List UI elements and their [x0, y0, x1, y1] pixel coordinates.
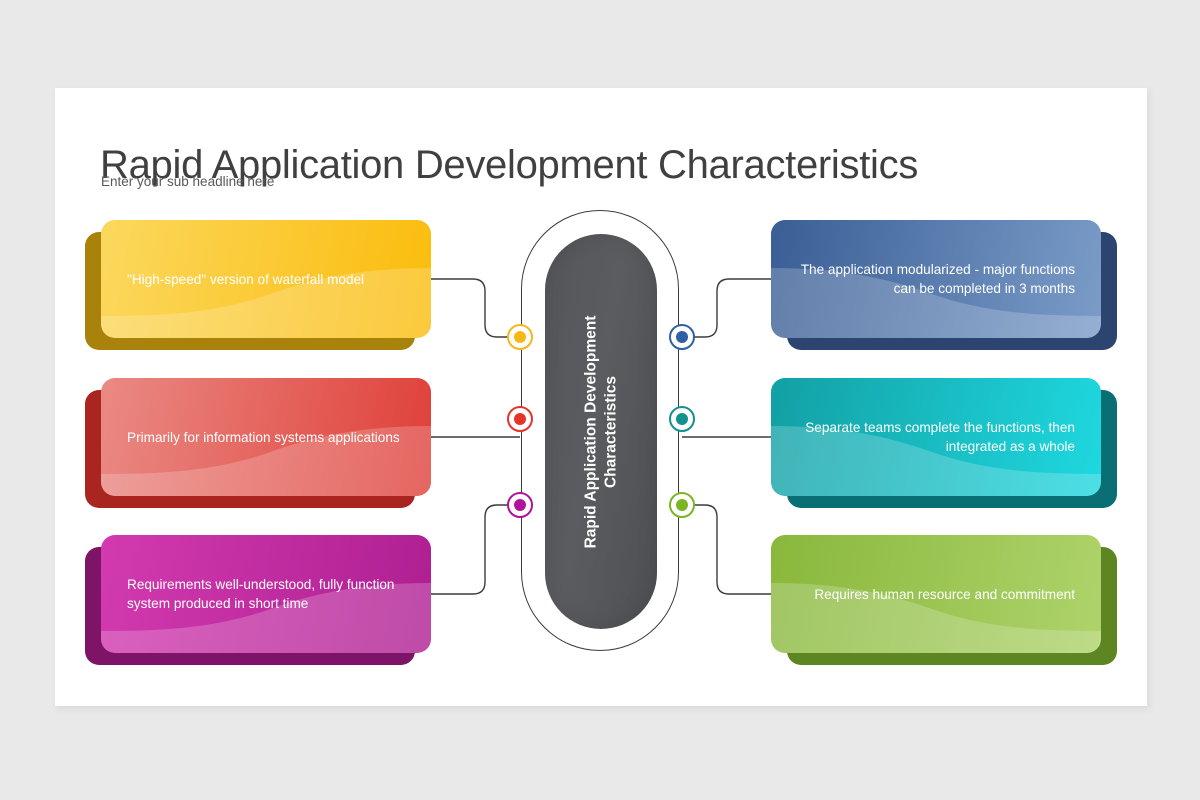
connector-right-1 [682, 278, 771, 338]
card-face [771, 220, 1101, 338]
card-face [771, 378, 1101, 496]
diagram-area: "High-speed" version of waterfall model … [55, 88, 1147, 706]
connector-dot-right-3[interactable] [669, 492, 695, 518]
page-subtitle: Enter your sub headline here [101, 174, 275, 189]
page-title: Rapid Application Development Characteri… [100, 142, 919, 187]
card-wave-decoration [101, 583, 431, 653]
card-text: Primarily for information systems applic… [127, 429, 400, 445]
card-wave-decoration [101, 426, 431, 496]
card-face [771, 535, 1101, 653]
card-left-1[interactable]: "High-speed" version of waterfall model [85, 220, 431, 350]
card-left-3[interactable]: Requirements well-understood, fully func… [85, 535, 431, 665]
connector-dot-right-1[interactable] [669, 324, 695, 350]
connector-right-3 [682, 504, 771, 595]
card-text: Requirements well-understood, fully func… [127, 577, 395, 611]
connector-lines [431, 278, 771, 595]
connector-dot-left-3[interactable] [507, 492, 533, 518]
connector-left-3 [431, 504, 520, 595]
card-wave-decoration [771, 426, 1101, 496]
card-wave-decoration [101, 268, 431, 338]
slide-canvas: Rapid Application Development Characteri… [55, 88, 1147, 706]
card-right-1[interactable]: The application modularized - major func… [771, 220, 1117, 350]
card-face [101, 378, 431, 496]
connector-dot-left-1[interactable] [507, 324, 533, 350]
connector-left-1 [431, 278, 520, 338]
card-text: Separate teams complete the functions, t… [805, 420, 1075, 454]
card-face [101, 535, 431, 653]
card-text: "High-speed" version of waterfall model [127, 271, 365, 287]
card-right-3[interactable]: Requires human resource and commitment [771, 535, 1117, 665]
connector-dot-left-2[interactable] [507, 406, 533, 432]
pill-core [545, 234, 657, 629]
card-wave-decoration [771, 583, 1101, 653]
card-text: The application modularized - major func… [800, 262, 1075, 296]
connector-dot-right-2[interactable] [669, 406, 695, 432]
card-text: Requires human resource and commitment [814, 586, 1075, 602]
card-face [101, 220, 431, 338]
card-left-2[interactable]: Primarily for information systems applic… [85, 378, 431, 508]
card-wave-decoration [771, 268, 1101, 338]
card-right-2[interactable]: Separate teams complete the functions, t… [771, 378, 1117, 508]
